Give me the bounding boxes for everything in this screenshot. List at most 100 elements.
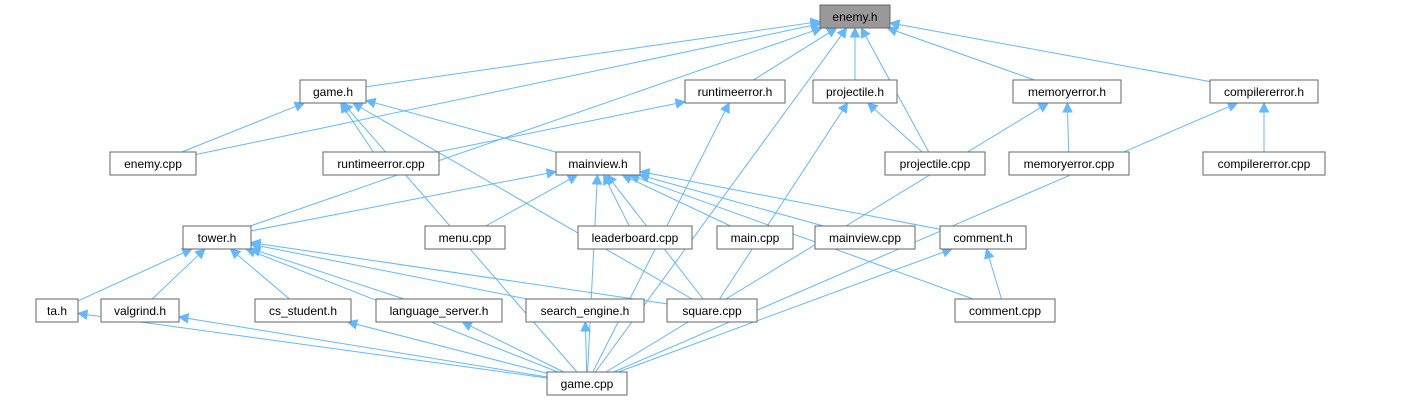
edge-runtimeerror_cpp-to-game_h [345,110,374,153]
arrowhead-tower_h [194,248,206,260]
arrowhead-game_h [342,102,354,114]
node-comment-h[interactable]: comment.h [939,225,1027,250]
edge-menu_cpp-to-mainview_h [485,178,570,227]
edge-game_cpp-to-compilererror_h [613,106,1230,373]
edge-runtimeerror_h-to-enemy_h [753,32,830,81]
node-mainview-h[interactable]: mainview.h [555,151,641,176]
arrowhead-mainview_h [545,168,558,179]
svg-text:enemy.cpp: enemy.cpp [124,157,182,171]
node-compilererror-h[interactable]: compilererror.h [1209,79,1319,104]
svg-text:comment.h: comment.h [953,231,1012,245]
edge-search_engine_h-to-tower_h [259,245,528,300]
node-runtimeerror-h[interactable]: runtimeerror.h [684,79,786,104]
edge-ta_h-to-tower_h [77,252,184,302]
node-search-engine-h[interactable]: search_engine.h [525,298,645,323]
edge-language_server_h-to-tower_h [259,251,405,300]
node-comment-cpp[interactable]: comment.cpp [954,298,1056,323]
arrowhead-enemy_h [860,27,871,39]
arrowhead-compilererror_h [1258,101,1270,113]
node-ta-h[interactable]: ta.h [35,298,79,323]
arrowhead-runtimeerror_h [720,102,730,114]
edge-comment_cpp-to-mainview_h [638,177,974,300]
edge-game_cpp-to-comment_h [618,251,944,373]
svg-text:memoryerror.cpp: memoryerror.cpp [1024,157,1115,171]
node-valgrind-h[interactable]: valgrind.h [100,298,180,323]
arrowhead-compilererror_h [1226,101,1239,112]
edge-enemy_cpp-to-enemy_h [195,25,812,155]
arrowhead-tower_h [249,238,262,250]
node-mainview-cpp[interactable]: mainview.cpp [814,225,916,250]
edge-game_cpp-to-language_server_h [470,325,564,373]
edge-tower_h-to-enemy_h [250,30,814,227]
arrowhead-valgrind_h [177,313,190,324]
node-runtimeerror-cpp[interactable]: runtimeerror.cpp [322,151,440,176]
node-enemy-cpp[interactable]: enemy.cpp [109,151,197,176]
arrowhead-tower_h [229,248,242,260]
svg-text:runtimeerror.cpp: runtimeerror.cpp [337,157,425,171]
edge-game_cpp-to-ta_h [86,314,548,379]
arrowhead-enemy_h [825,27,838,38]
arrowhead-enemy_h [849,26,861,38]
edge-comment_h-to-mainview_h [648,172,941,230]
node-tower-h[interactable]: tower.h [182,225,252,250]
svg-text:search_engine.h: search_engine.h [541,304,630,318]
svg-text:mainview.cpp: mainview.cpp [829,231,901,245]
arrowhead-enemy_h [886,26,899,37]
svg-text:main.cpp: main.cpp [731,231,780,245]
arrowhead-enemy_h [888,19,901,30]
edge-cs_student_h-to-tower_h [237,254,290,300]
svg-text:cs_student.h: cs_student.h [269,304,337,318]
svg-text:square.cpp: square.cpp [682,304,742,318]
edge-game_h-to-enemy_h [365,22,812,88]
svg-text:leaderboard.cpp: leaderboard.cpp [592,231,679,245]
node-memoryerror-h[interactable]: memoryerror.h [1012,79,1122,104]
node-game-h[interactable]: game.h [299,79,367,104]
edge-game_cpp-to-mainview_h [587,183,598,373]
svg-text:comment.cpp: comment.cpp [969,304,1041,318]
arrowhead-memoryerror_h [1062,101,1073,113]
edge-comment_cpp-to-comment_h [988,257,1003,300]
svg-text:game.h: game.h [313,85,353,99]
svg-text:language_server.h: language_server.h [390,304,489,318]
arrowhead-ta_h [76,309,89,320]
svg-text:enemy.h: enemy.h [832,10,877,24]
edge-valgrind_h-to-tower_h [151,254,199,300]
edge-game_cpp-to-valgrind_h [187,317,548,378]
edge-enemy_cpp-to-game_h [181,105,297,153]
arrowhead-game_h [293,101,306,112]
arrowhead-projectile_h [837,102,849,114]
node-leaderboard-cpp[interactable]: leaderboard.cpp [577,225,693,250]
node-projectile-cpp[interactable]: projectile.cpp [884,151,986,176]
node-enemy-h[interactable]: enemy.h [819,4,891,29]
node-menu-cpp[interactable]: menu.cpp [424,225,506,250]
edge-layer [76,17,1270,379]
edge-leaderboard_cpp-to-mainview_h [607,182,630,227]
arrowhead-runtimeerror_h [674,98,687,109]
node-layer: enemy.h game.h runtimeerror.h projectile… [35,4,1326,396]
arrowhead-search_engine_h [580,320,591,332]
arrowhead-language_server_h [461,321,474,331]
node-game-cpp[interactable]: game.cpp [546,371,628,396]
node-compilererror-cpp[interactable]: compilererror.cpp [1202,151,1326,176]
arrowhead-mainview_h [566,174,579,185]
node-memoryerror-cpp[interactable]: memoryerror.cpp [1008,151,1130,176]
svg-text:mainview.h: mainview.h [568,157,627,171]
svg-text:valgrind.h: valgrind.h [114,304,166,318]
svg-text:menu.cpp: menu.cpp [439,231,492,245]
svg-text:ta.h: ta.h [47,304,67,318]
arrowhead-game_h [364,97,377,109]
svg-text:compilererror.cpp: compilererror.cpp [1218,157,1311,171]
arrowhead-mainview_h [638,168,651,179]
node-square-cpp[interactable]: square.cpp [666,298,758,323]
svg-text:memoryerror.h: memoryerror.h [1028,85,1106,99]
arrowhead-game_h [351,102,364,113]
node-main-cpp[interactable]: main.cpp [716,225,794,250]
node-language-server-h[interactable]: language_server.h [375,298,503,323]
edge-square_cpp-to-tower_h [259,243,668,305]
svg-text:projectile.cpp: projectile.cpp [900,157,971,171]
node-projectile-h[interactable]: projectile.h [812,79,898,104]
node-cs-student-h[interactable]: cs_student.h [254,298,352,323]
arrowhead-comment_h [984,247,995,260]
arrowhead-tower_h [180,248,193,258]
